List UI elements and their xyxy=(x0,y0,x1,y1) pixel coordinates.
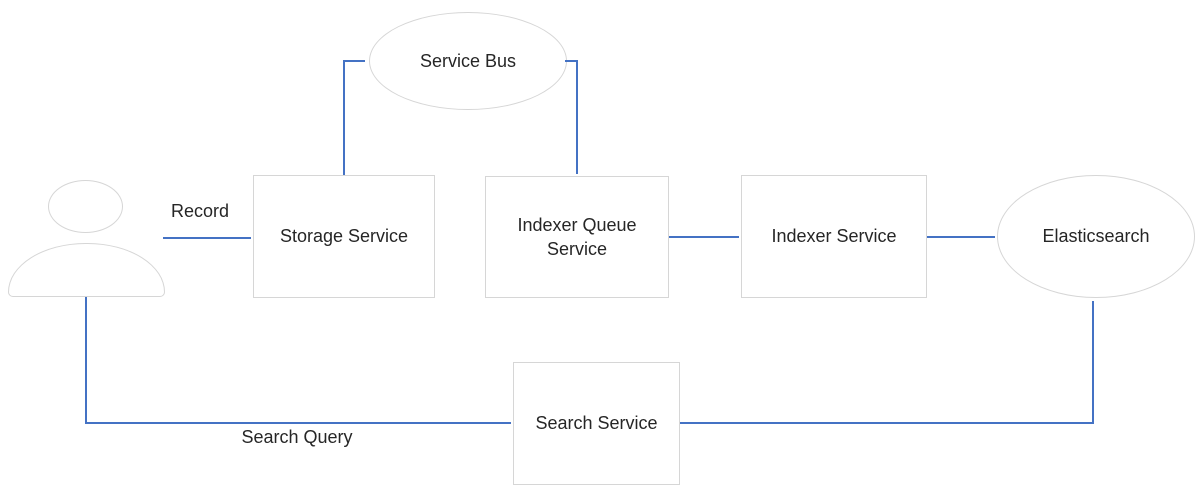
node-service-bus: Service Bus xyxy=(369,12,567,110)
edge-storage-to-service-bus xyxy=(343,60,365,175)
person-body-icon xyxy=(8,243,165,297)
node-indexer-queue-service: Indexer Queue Service xyxy=(485,176,669,298)
edge-user-to-search xyxy=(85,297,511,424)
person-icon xyxy=(48,180,123,233)
node-indexer-service: Indexer Service xyxy=(741,175,927,298)
edge-service-bus-to-indexer-queue xyxy=(565,60,578,174)
node-storage-service: Storage Service xyxy=(253,175,435,298)
edge-search-to-elasticsearch xyxy=(680,301,1094,424)
node-elasticsearch: Elasticsearch xyxy=(997,175,1195,298)
node-search-service: Search Service xyxy=(513,362,680,485)
edge-label-search-query: Search Query xyxy=(241,427,353,447)
edge-label-record: Record xyxy=(170,201,230,221)
